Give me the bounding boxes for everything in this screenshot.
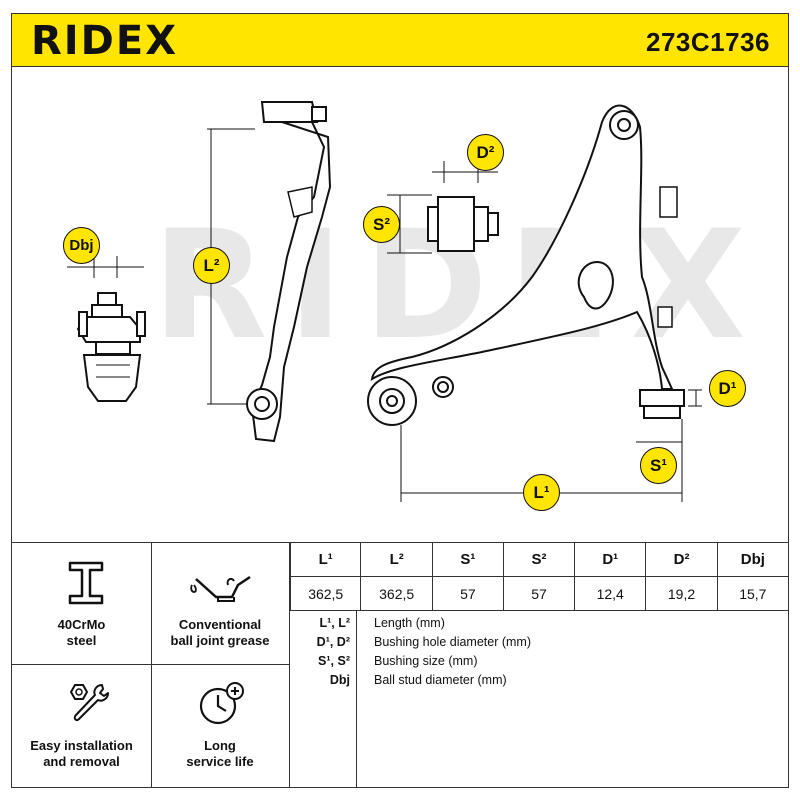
feature-label: steel	[66, 633, 97, 648]
oil-can-icon	[190, 575, 251, 602]
spec-section: 40CrMo steel Conventional ball joint gre…	[11, 542, 789, 788]
divider	[12, 664, 289, 665]
legend-desc: Ball stud diameter (mm)	[374, 673, 507, 687]
spec-header-cell: D²	[645, 543, 718, 577]
legend-row: D¹, D² Bushing hole diameter (mm)	[290, 635, 789, 654]
l2-label: L²	[203, 256, 220, 275]
divider	[289, 543, 290, 787]
spec-value-cell: 19,2	[645, 576, 718, 611]
spec-table: L¹ L² S¹ S² D¹ D² Dbj 362,5 362,5 57 57 …	[289, 543, 788, 611]
dim-badge-d2: D²	[467, 134, 504, 171]
feature-label: and removal	[43, 754, 120, 769]
spec-header-cell: D¹	[574, 543, 646, 577]
dim-badge-l1: L¹	[523, 474, 560, 511]
legend-row: Dbj Ball stud diameter (mm)	[290, 673, 789, 692]
spec-table-row: 362,5 362,5 57 57 12,4 19,2 15,7	[289, 576, 788, 611]
divider	[151, 543, 152, 787]
i-beam-icon	[68, 561, 104, 605]
feature-label: 40CrMo	[57, 617, 106, 632]
feature-steel: 40CrMo steel	[12, 617, 151, 649]
drawing-canvas: RIDEX	[67, 101, 746, 502]
spec-header-cell: S²	[502, 543, 575, 577]
dim-badge-s1: S¹	[640, 447, 677, 484]
feature-label: service life	[186, 754, 254, 769]
legend: L¹, L² Length (mm) D¹, D² Bushing hole d…	[290, 610, 789, 788]
feature-label: Long	[204, 738, 236, 753]
legend-key: D¹, D²	[316, 635, 350, 649]
s2-label: S²	[373, 215, 390, 234]
spec-value-cell: 12,4	[574, 576, 646, 611]
spec-value-cell: 362,5	[289, 576, 361, 611]
spec-value-cell: 15,7	[716, 576, 788, 611]
l1-label: L¹	[533, 483, 550, 502]
spec-table-header: L¹ L² S¹ S² D¹ D² Dbj	[289, 543, 788, 577]
dim-badge-s2: S²	[363, 206, 400, 243]
spec-header-cell: Dbj	[716, 543, 788, 577]
control-arm-drawing	[367, 104, 702, 502]
clock-plus-icon	[199, 682, 244, 725]
legend-desc: Bushing size (mm)	[374, 654, 478, 668]
feature-service-life: Long service life	[151, 738, 289, 770]
s1-label: S¹	[650, 456, 667, 475]
feature-label: Easy installation	[30, 738, 133, 753]
d2-label: D²	[476, 143, 495, 162]
dim-badge-l2: L²	[193, 247, 230, 284]
part-number: 273C1736	[646, 27, 770, 57]
spec-header-cell: S¹	[431, 543, 504, 577]
d1-label: D¹	[718, 379, 737, 398]
legend-row: S¹, S² Bushing size (mm)	[290, 654, 789, 673]
legend-row: L¹, L² Length (mm)	[290, 616, 789, 635]
dbj-label: Dbj	[69, 237, 94, 254]
divider	[356, 610, 357, 787]
feature-label: ball joint grease	[170, 633, 270, 648]
spec-value-cell: 362,5	[360, 576, 433, 611]
wrench-nut-icon	[69, 684, 109, 722]
spec-value-cell: 57	[502, 576, 575, 611]
header-bar: RIDEX 273C1736	[11, 13, 789, 67]
dim-badge-d1: D¹	[709, 370, 746, 407]
technical-drawing: RIDEX	[11, 67, 789, 542]
dim-badge-dbj: Dbj	[63, 227, 100, 264]
arm-side-view	[207, 101, 332, 443]
feature-label: Conventional	[178, 617, 262, 632]
brand-logo: RIDEX	[31, 18, 179, 64]
spec-header-cell: L²	[360, 543, 433, 577]
feature-installation: Easy installation and removal	[12, 738, 151, 770]
ball-joint-drawing	[67, 256, 146, 402]
legend-desc: Length (mm)	[374, 616, 445, 630]
legend-key: Dbj	[329, 673, 350, 687]
spec-value-cell: 57	[431, 576, 504, 611]
feature-grease: Conventional ball joint grease	[151, 617, 289, 649]
legend-key: L¹, L²	[319, 616, 350, 630]
spec-header-cell: L¹	[289, 543, 361, 577]
legend-desc: Bushing hole diameter (mm)	[374, 635, 532, 649]
bushing-drawing	[387, 161, 499, 254]
legend-key: S¹, S²	[318, 654, 350, 668]
